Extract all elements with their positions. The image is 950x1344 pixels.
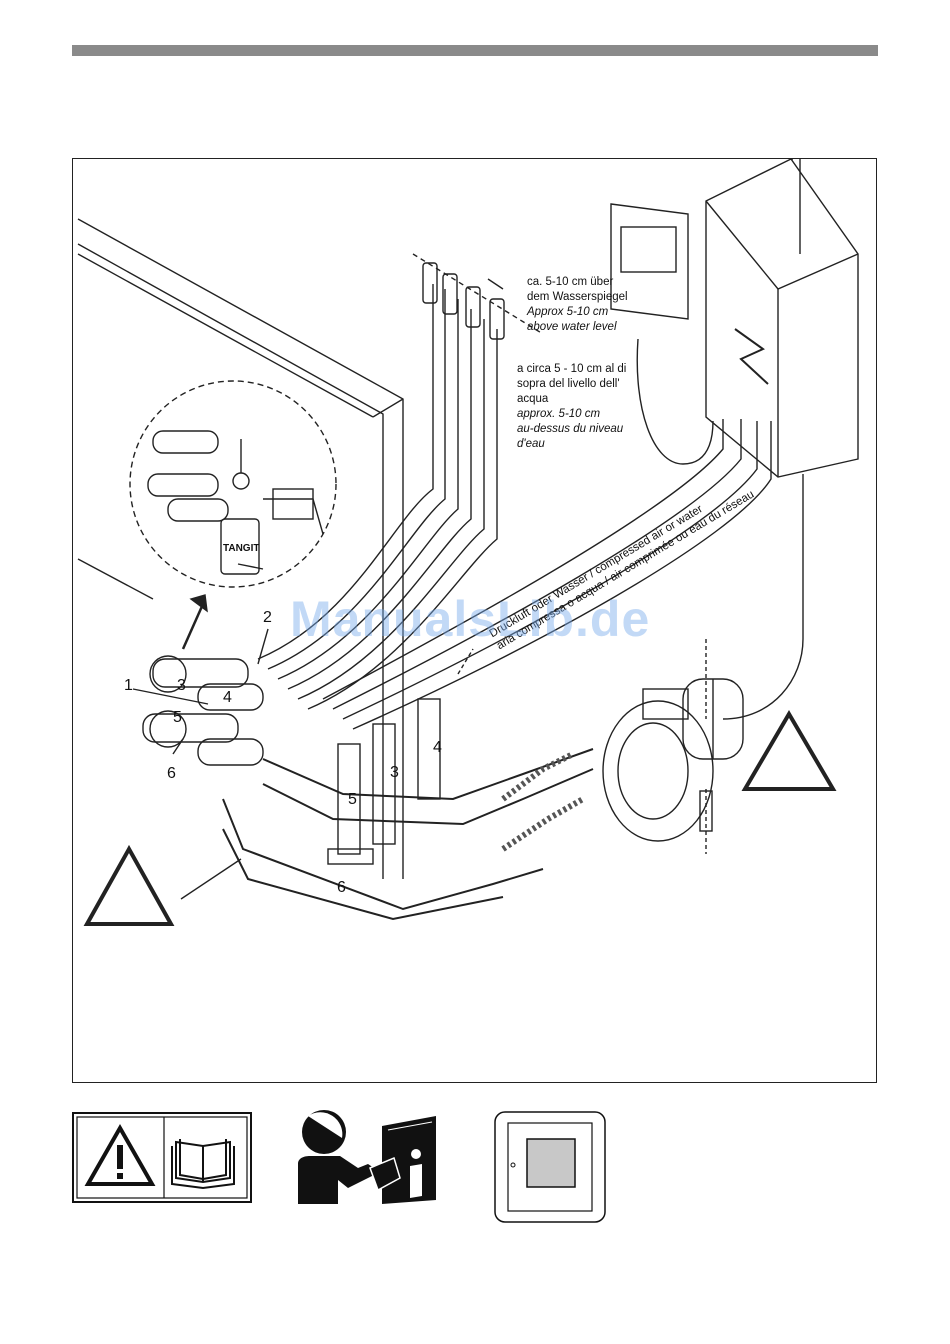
callout-6-bottom: 6 (337, 879, 346, 896)
callout-3-stand: 3 (390, 764, 399, 781)
diagram-drawing (77, 159, 859, 926)
header-rule (72, 45, 878, 56)
callout-2: 2 (263, 609, 272, 626)
control-panel-icon (494, 1111, 606, 1223)
note-fr-2: au-dessus du niveau (517, 423, 624, 435)
note-en-1: Approx 5-10 cm (527, 306, 609, 318)
note-fr-3: d'eau (517, 438, 545, 450)
water-level-note-it-fr: a circa 5 - 10 cm al di sopra del livell… (517, 362, 626, 452)
note-de-1: ca. 5-10 cm über (527, 276, 614, 288)
callout-1: 1 (124, 677, 133, 694)
callout-3-left: 3 (177, 677, 186, 694)
book-icon (171, 1139, 235, 1190)
warning-triangle-icon (84, 1123, 156, 1186)
callout-5-left: 5 (173, 709, 182, 726)
note-it-2: sopra del livello dell' (517, 378, 620, 390)
note-en-2: above water level (527, 321, 617, 333)
callout-4-left: 4 (223, 689, 232, 706)
callout-5-stand: 5 (348, 791, 357, 808)
warning-read-manual-icon (72, 1112, 252, 1203)
callout-6-left: 6 (167, 765, 176, 782)
watermark: ManualsLib.de (290, 591, 651, 647)
installation-diagram: ca. 5-10 cm über dem Wasserspiegel Appro… (72, 158, 877, 1083)
tangit-can-label: TANGIT (223, 543, 260, 554)
note-fr-1: approx. 5-10 cm (517, 408, 601, 420)
note-it-1: a circa 5 - 10 cm al di (517, 363, 627, 375)
note-it-3: acqua (517, 393, 549, 405)
note-de-2: dem Wasserspiegel (527, 291, 628, 303)
person-reading-info-icon (298, 1108, 438, 1204)
water-level-note: ca. 5-10 cm über dem Wasserspiegel Appro… (527, 275, 628, 335)
callout-4-stand: 4 (433, 739, 442, 756)
